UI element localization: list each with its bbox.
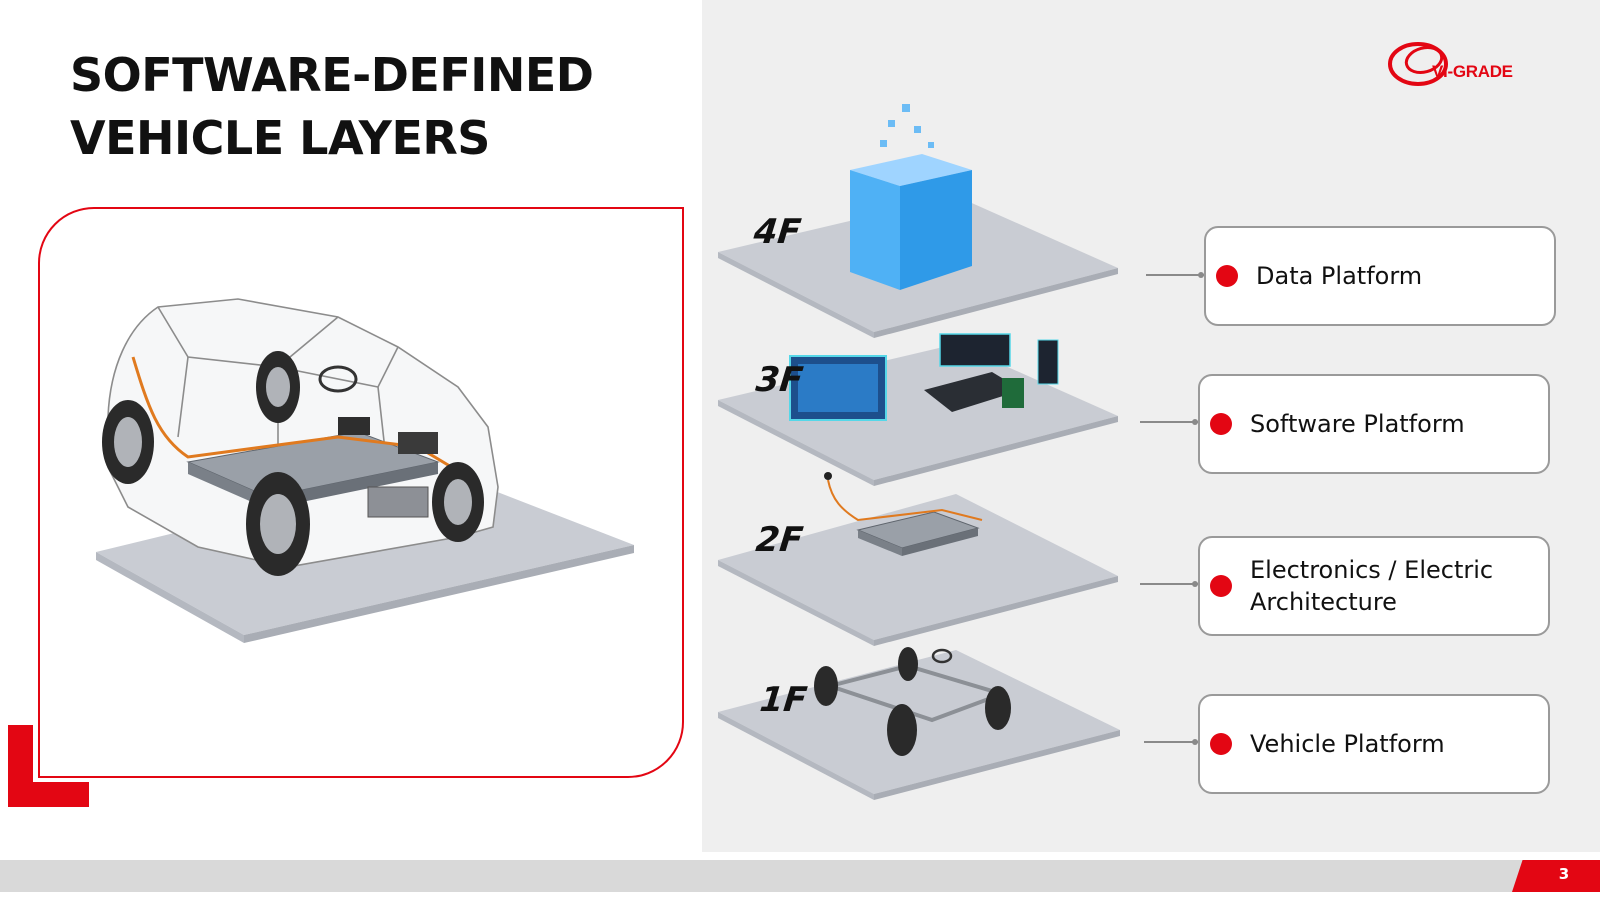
layer-stack [718, 104, 1120, 800]
floor-label-3f: 3F [753, 360, 805, 400]
connector-dot [1192, 419, 1198, 425]
connector-2f [1140, 583, 1198, 585]
platform-2f [718, 494, 1118, 646]
corner-accent [8, 725, 89, 807]
steering-wheel-icon [318, 365, 358, 393]
bullet-dot-icon [1210, 733, 1232, 755]
layer-box-software-platform: Software Platform [1198, 374, 1550, 474]
wheel-icon [102, 400, 154, 484]
layer-label: Software Platform [1250, 410, 1465, 438]
bullet-dot-icon [1216, 265, 1238, 287]
connector-dot [1198, 272, 1204, 278]
page-number-tab [1512, 860, 1600, 892]
title-line-2: VEHICLE LAYERS [70, 111, 490, 165]
layer-box-vehicle-platform: Vehicle Platform [1198, 694, 1550, 794]
connector-3f [1140, 421, 1198, 423]
wheel-icon [246, 472, 310, 576]
layer-label: Data Platform [1256, 262, 1423, 290]
layer-box-data-platform: Data Platform [1204, 226, 1556, 326]
vi-grade-logo [1388, 42, 1448, 86]
bullet-dot-icon [1210, 575, 1232, 597]
page-number: 3 [1558, 865, 1570, 883]
layer-label: Electronics / Electric Architecture [1250, 556, 1494, 616]
dashboard-screens-icon [789, 333, 1059, 421]
title-line-1: SOFTWARE-DEFINED [70, 48, 594, 102]
battery-pack-icon [186, 431, 440, 509]
connector-4f [1146, 274, 1204, 276]
wheel-icon [256, 351, 300, 423]
layer-box-electronics-architecture: Electronics / Electric Architecture [1198, 536, 1550, 636]
platform-1f [718, 650, 1120, 800]
connector-1f [1144, 741, 1198, 743]
wheel-icon [432, 462, 484, 542]
footer-bar [0, 860, 1600, 892]
floor-label-2f: 2F [753, 520, 805, 560]
connector-dot [1192, 739, 1198, 745]
battery-wiring-icon [824, 472, 983, 556]
slide-title: SOFTWARE-DEFINED VEHICLE LAYERS [70, 44, 690, 170]
bullet-dot-icon [1210, 413, 1232, 435]
connector-dot [1192, 581, 1198, 587]
layer-label: Vehicle Platform [1250, 730, 1445, 758]
chassis-icon [814, 647, 1011, 756]
vehicle-illustration [96, 298, 634, 643]
floor-label-1f: 1F [757, 680, 809, 720]
floor-label-4f: 4F [751, 212, 803, 252]
data-cube-icon [850, 104, 972, 290]
logo-text: VI-GRADE [1432, 62, 1513, 81]
